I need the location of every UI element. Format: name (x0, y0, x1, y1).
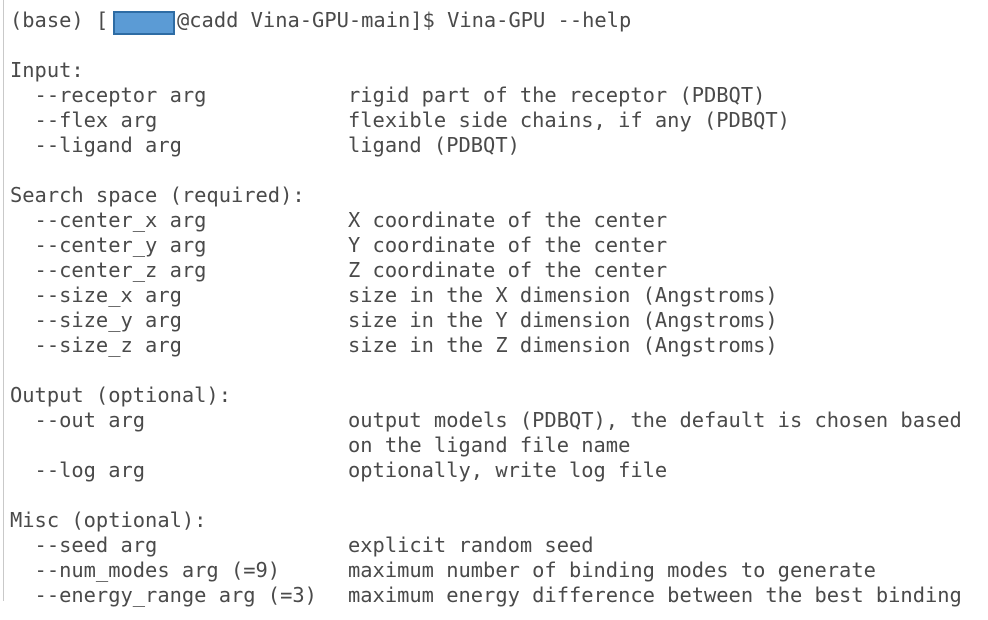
option-line: --center_z arg Z coordinate of the center (0, 258, 988, 283)
option-description: ligand (PDBQT) (348, 133, 520, 157)
option-description: maximum energy difference between the be… (348, 583, 962, 607)
option-line: --out arg output models (PDBQT), the defa… (0, 408, 988, 433)
option-description: flexible side chains, if any (PDBQT) (348, 108, 790, 132)
option-flag: --center_y arg (10, 233, 207, 257)
option-flag: --size_y arg (10, 308, 182, 332)
option-line: --size_x arg size in the X dimension (Ang… (0, 283, 988, 308)
option-line: --energy_range arg (=3) maximum energy di… (0, 583, 988, 608)
section-heading-text: Input: (10, 58, 84, 82)
option-flag: --out arg (10, 408, 146, 432)
option-line: --ligand arg ligand (PDBQT) (0, 133, 988, 158)
blank-line (0, 483, 988, 508)
prompt-suffix-and-command: @cadd Vina-GPU-main]$ Vina-GPU --help (177, 8, 632, 32)
option-line: --log arg optionally, write log file (0, 458, 988, 483)
left-edge-rule (3, 0, 4, 601)
option-description: maximum number of binding modes to gener… (348, 558, 876, 582)
prompt-prefix: (base) [ (10, 8, 109, 32)
shell-prompt-line: (base) [ @cadd Vina-GPU-main]$ Vina-GPU … (0, 8, 631, 35)
section-heading: Misc (optional): (0, 508, 988, 533)
blank-line (0, 158, 988, 183)
option-flag: --log arg (10, 458, 146, 482)
section-heading: Search space (required): (0, 183, 988, 208)
option-flag: --receptor arg (10, 83, 207, 107)
option-flag: --seed arg (10, 533, 158, 557)
section-heading-text: Search space (required): (10, 183, 305, 207)
option-description: size in the X dimension (Angstroms) (348, 283, 778, 307)
option-description: size in the Y dimension (Angstroms) (348, 308, 778, 332)
option-flag: --center_x arg (10, 208, 207, 232)
option-description: on the ligand file name (348, 433, 631, 457)
blank-line (0, 358, 988, 383)
section-heading-text: Output (optional): (10, 383, 231, 407)
option-flag: --size_z arg (10, 333, 182, 357)
option-line: --center_y arg Y coordinate of the center (0, 233, 988, 258)
option-line: --seed arg explicit random seed (0, 533, 988, 558)
option-description: Y coordinate of the center (348, 233, 668, 257)
option-line: on the ligand file name (0, 433, 988, 458)
option-description: optionally, write log file (348, 458, 668, 482)
option-description: size in the Z dimension (Angstroms) (348, 333, 778, 357)
section-heading: Output (optional): (0, 383, 988, 408)
option-description: rigid part of the receptor (PDBQT) (348, 83, 766, 107)
option-line: --receptor arg rigid part of the receptor… (0, 83, 988, 108)
option-flag: --ligand arg (10, 133, 182, 157)
section-heading-text: Misc (optional): (10, 508, 207, 532)
option-description: explicit random seed (348, 533, 594, 557)
option-flag: --size_x arg (10, 283, 182, 307)
option-line: --num_modes arg (=9) maximum number of bi… (0, 558, 988, 583)
option-description: output models (PDBQT), the default is ch… (348, 408, 962, 432)
option-line: --center_x arg X coordinate of the center (0, 208, 988, 233)
option-line: --flex arg flexible side chains, if any (… (0, 108, 988, 133)
section-heading: Input: (0, 58, 988, 83)
redacted-username-box (113, 11, 175, 35)
option-flag: --center_z arg (10, 258, 207, 282)
option-line: --size_z arg size in the Z dimension (Ang… (0, 333, 988, 358)
option-description: Z coordinate of the center (348, 258, 668, 282)
option-flag: --energy_range arg (=3) (10, 583, 317, 607)
option-flag: --flex arg (10, 108, 158, 132)
option-line: --size_y arg size in the Y dimension (Ang… (0, 308, 988, 333)
option-flag: --num_modes arg (=9) (10, 558, 281, 582)
option-description: X coordinate of the center (348, 208, 668, 232)
